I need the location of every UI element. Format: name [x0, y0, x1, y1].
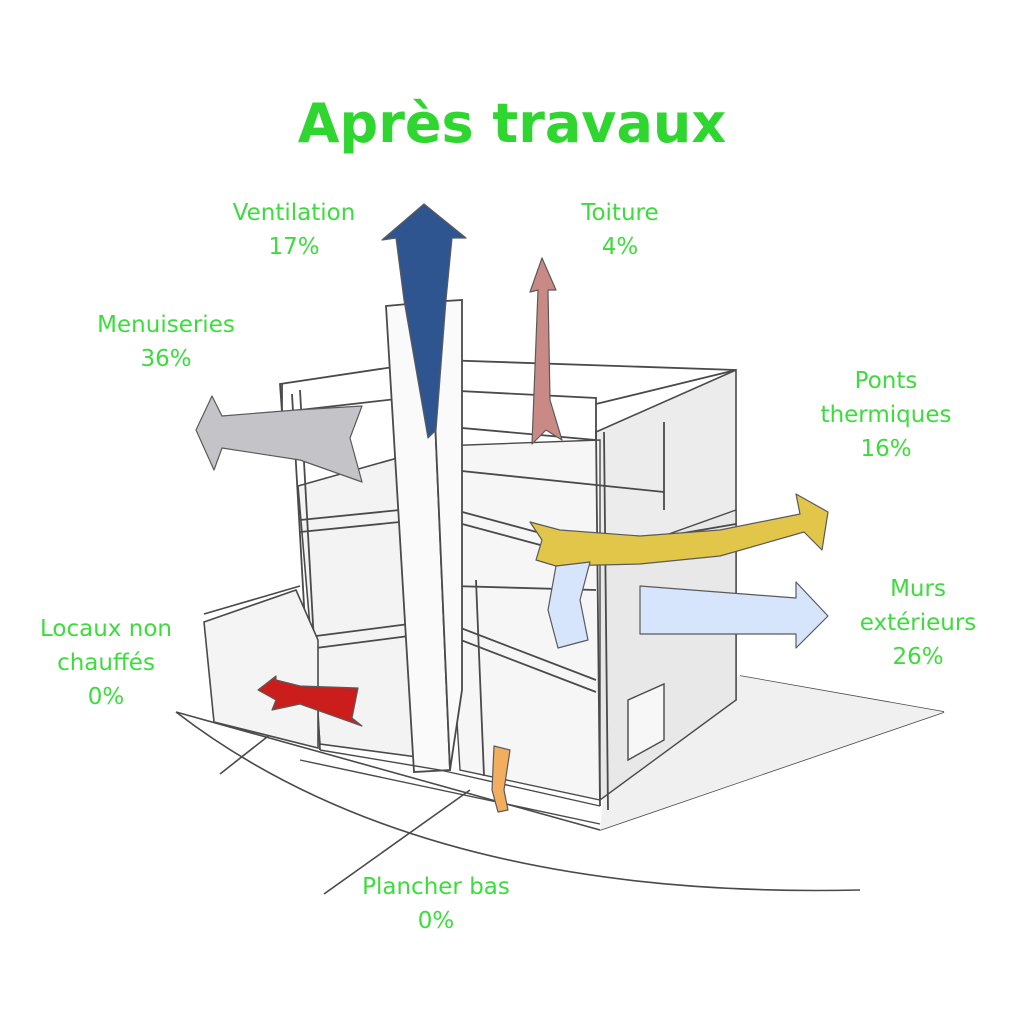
label-plancher-bas: Plancher bas 0%	[336, 870, 536, 938]
arrow-plancher	[491, 745, 511, 813]
label-ponts-line1: Ponts	[854, 368, 918, 394]
label-ponts-percent: 16%	[860, 436, 912, 462]
arrow-menuiseries	[195, 395, 363, 483]
label-murs-percent: 26%	[892, 644, 944, 670]
ground-shadow-line-2	[323, 789, 471, 895]
label-toiture: Toiture 4%	[520, 196, 720, 264]
ground-front-edge	[175, 711, 601, 831]
label-murs-line2: extérieurs	[859, 610, 977, 636]
label-locaux-line1: Locaux non	[40, 616, 172, 642]
label-plancher-name: Plancher bas	[362, 874, 510, 900]
label-murs-exterieurs: Murs extérieurs 26%	[818, 572, 1018, 674]
label-locaux-percent: 0%	[87, 684, 125, 710]
door	[627, 682, 665, 762]
arrow-ponts	[529, 493, 829, 567]
label-ponts-line2: thermiques	[820, 402, 952, 428]
label-locaux-line2: chauffés	[57, 650, 155, 676]
arrow-toiture	[529, 257, 563, 445]
label-toiture-percent: 4%	[601, 234, 639, 260]
label-ventilation: Ventilation 17%	[194, 196, 394, 264]
label-menuiseries: Menuiseries 36%	[66, 308, 266, 376]
ground-arc	[175, 711, 861, 892]
arrow-murs	[639, 581, 829, 649]
label-menuiseries-percent: 36%	[140, 346, 192, 372]
label-locaux-non-chauffes: Locaux non chauffés 0%	[6, 612, 206, 714]
label-toiture-name: Toiture	[581, 200, 659, 226]
label-ventilation-percent: 17%	[268, 234, 320, 260]
label-menuiseries-name: Menuiseries	[97, 312, 235, 338]
label-plancher-percent: 0%	[417, 908, 455, 934]
annex	[203, 585, 319, 750]
arrow-murs-inner	[547, 561, 591, 649]
label-murs-line1: Murs	[890, 576, 946, 602]
arrow-ventilation	[381, 203, 467, 439]
label-ponts-thermiques: Ponts thermiques 16%	[786, 364, 986, 466]
arrow-locaux	[257, 675, 363, 727]
diagram-title: Après travaux	[297, 92, 727, 155]
label-ventilation-name: Ventilation	[232, 200, 356, 226]
